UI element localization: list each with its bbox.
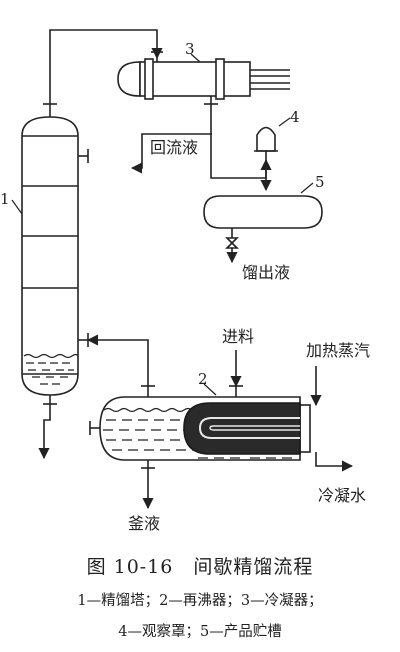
label-bottoms: 釜液	[128, 514, 160, 533]
column-to-reboiler-line	[38, 404, 51, 460]
condensate-out-line	[315, 452, 354, 472]
marker-5-leader	[300, 182, 314, 194]
vapor-line	[49, 29, 163, 104]
marker-3: 3	[185, 40, 195, 58]
reboiler-vapor-line	[86, 334, 149, 386]
marker-4-leader	[278, 117, 291, 127]
label-reflux: 回流液	[150, 138, 198, 157]
marker-3-leader	[190, 53, 201, 63]
condenser	[117, 51, 290, 105]
observation-hood	[254, 126, 278, 152]
marker-2-leader	[203, 383, 217, 396]
marker-5: 5	[315, 173, 325, 191]
figure-legend-line-1: 1—精馏塔；2—再沸器；3—冷凝器；	[77, 593, 323, 609]
marker-1-leader	[11, 199, 23, 215]
heating-tube-bundle	[183, 402, 301, 455]
label-steam: 加热蒸汽	[306, 341, 370, 360]
distillate-valve	[225, 228, 239, 264]
reflux-line	[130, 133, 212, 174]
distillation-column	[21, 103, 89, 405]
figure-caption-title: 图 10-16 间歇精馏流程	[86, 556, 314, 578]
figure-legend-line-2: 4—观察罩；5—产品贮槽	[118, 624, 282, 640]
marker-4: 4	[290, 108, 300, 126]
label-feed: 进料	[222, 327, 254, 346]
label-distillate: 馏出液	[242, 263, 290, 282]
marker-1: 1	[0, 190, 10, 208]
label-condensate: 冷凝水	[318, 486, 366, 505]
product-tank	[203, 195, 323, 229]
column-bottom-liquid	[23, 353, 79, 385]
marker-2: 2	[198, 370, 208, 388]
